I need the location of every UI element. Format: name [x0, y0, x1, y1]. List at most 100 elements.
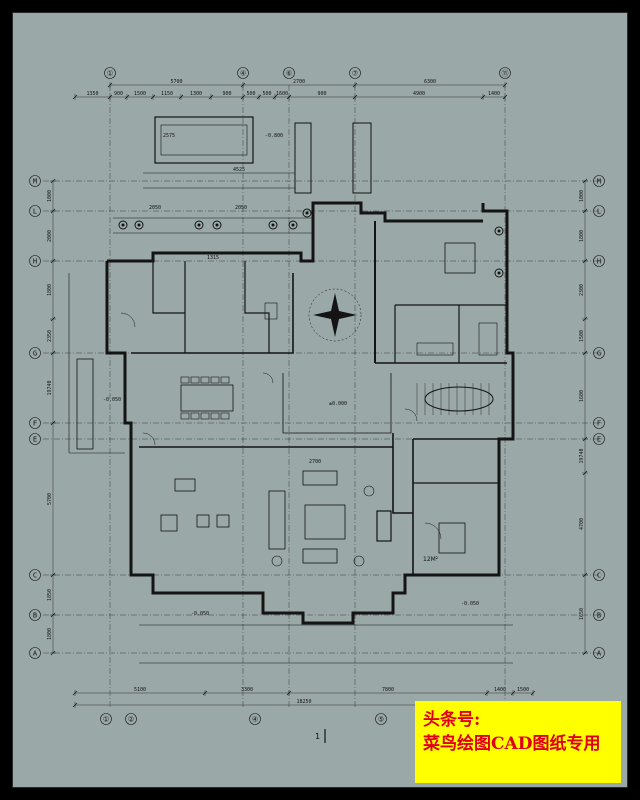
dim-right-slash [582, 350, 588, 356]
axis-right-label: A [597, 650, 602, 658]
bedroom-area: 12M² [423, 556, 439, 563]
bathtub [478, 322, 498, 356]
axis-left-label: M [33, 178, 37, 186]
column [288, 220, 298, 230]
sofa-bottom [302, 548, 338, 564]
interior-wall-fireplace [392, 433, 413, 514]
axis-top-circle [283, 67, 295, 79]
sofa-left [268, 490, 286, 550]
door-swing [142, 432, 156, 446]
compass-ring [308, 288, 362, 342]
axis-left-label: G [33, 350, 37, 358]
dim-bottom-overall-value: 7800 [382, 687, 394, 693]
dim-bottom-overall-value: 1400 [494, 687, 506, 693]
axis-right-label: E [597, 436, 601, 444]
hall-dim: 2700 [309, 459, 321, 465]
stair-ellipse [424, 386, 494, 412]
column-core [291, 223, 295, 227]
column-terrace-2 [352, 122, 372, 194]
axis-right-label: M [597, 178, 601, 186]
axis-left-circle [29, 255, 41, 267]
axis-top-circle [349, 67, 361, 79]
dim-left-slash [50, 572, 56, 578]
dim-top-detail-value: 1400 [488, 91, 500, 97]
terrace-dim: 4525 [233, 167, 245, 173]
dining-chair [210, 376, 220, 384]
dim-top-detail-slash [286, 94, 292, 100]
dim-left-slash [50, 258, 56, 264]
armchair [353, 555, 365, 567]
floor-plan: ①④⑥⑦⑪①②④⑤⑧MLHGFECBAMLHGFECBA 57002700630… [29, 67, 605, 743]
dim-top-detail-slash [208, 94, 214, 100]
dim-top-overall-value: 5700 [170, 79, 182, 85]
study-side-table [216, 514, 230, 528]
axis-top-circle [237, 67, 249, 79]
level-west-terrace: -0.050 [103, 397, 121, 403]
axis-left-circle [29, 433, 41, 445]
column [134, 220, 144, 230]
axis-right-circle [593, 255, 605, 267]
axis-right-label: G [597, 350, 601, 358]
dim-bottom-overall-value: 1500 [517, 687, 529, 693]
axis-left-circle [29, 205, 41, 217]
exterior-wall-east [413, 203, 515, 577]
dim-bottom-overall-slash [484, 690, 490, 696]
dim-top-detail-slash [272, 94, 278, 100]
dining-table [180, 384, 234, 412]
axis-labels: ①④⑥⑦⑪①②④⑤⑧MLHGFECBAMLHGFECBA [29, 67, 605, 725]
dim-right-slash [582, 572, 588, 578]
column [212, 220, 222, 230]
axis-bottom-label: ② [128, 716, 134, 724]
axis-top-label: ① [107, 70, 113, 78]
interior-wall-kitchen [152, 261, 185, 314]
dining-chair [190, 376, 200, 384]
west-planter [76, 358, 94, 450]
axis-left-circle [29, 569, 41, 581]
interior-wall-stair [244, 261, 270, 353]
axis-left-label: E [33, 436, 37, 444]
dim-left-slash [50, 208, 56, 214]
column-core [497, 229, 501, 233]
column-core [137, 223, 141, 227]
dim-top-detail-value: 500 [262, 91, 271, 97]
cad-sheet: ①④⑥⑦⑪①②④⑤⑧MLHGFECBAMLHGFECBA 57002700630… [12, 12, 628, 788]
axis-bottom-label: ⑤ [378, 716, 384, 724]
dim-right-value: 4700 [579, 518, 585, 530]
column [302, 208, 312, 218]
sofa-top [302, 470, 338, 486]
dim-left-value: 1800 [47, 628, 53, 640]
column-core [121, 223, 125, 227]
dim-top-overall-value: 2700 [293, 79, 305, 85]
dim-left-value: 1850 [47, 589, 53, 601]
axis-left-label: C [33, 572, 37, 580]
column-core [497, 271, 501, 275]
axis-right-label: B [597, 612, 601, 620]
dim-right-slash [582, 178, 588, 184]
dim-top-detail-value: 1300 [190, 91, 202, 97]
fireplace [376, 510, 392, 542]
axis-left-label: H [33, 258, 37, 266]
dim-top-overall-slash [502, 82, 508, 88]
axis-bottom-circle [375, 713, 387, 725]
axis-right-label: H [597, 258, 601, 266]
column-core [271, 223, 275, 227]
dim-bottom-overall-value: 5100 [134, 687, 146, 693]
axis-bottom-circle [125, 713, 137, 725]
dim-top-detail-value: 500 [246, 91, 255, 97]
axis-bottom-circle [249, 713, 261, 725]
dim-top-detail-slash [480, 94, 486, 100]
bed-secondary [438, 522, 466, 554]
terrace-dim-left: 2050 [149, 205, 161, 211]
armchair [363, 485, 375, 497]
door-swing [404, 408, 418, 422]
dim-right-slash [582, 470, 588, 476]
dim-top-detail-value: 1600 [276, 91, 288, 97]
axis-top-label: ⑪ [502, 70, 509, 78]
dim-left-slash [50, 650, 56, 656]
dim-right-value: 2300 [579, 284, 585, 296]
compass-star [313, 293, 357, 337]
dim-top-detail-value: 900 [222, 91, 231, 97]
dim-top-detail-slash [107, 94, 113, 100]
dim-left-value: 1000 [47, 190, 53, 202]
